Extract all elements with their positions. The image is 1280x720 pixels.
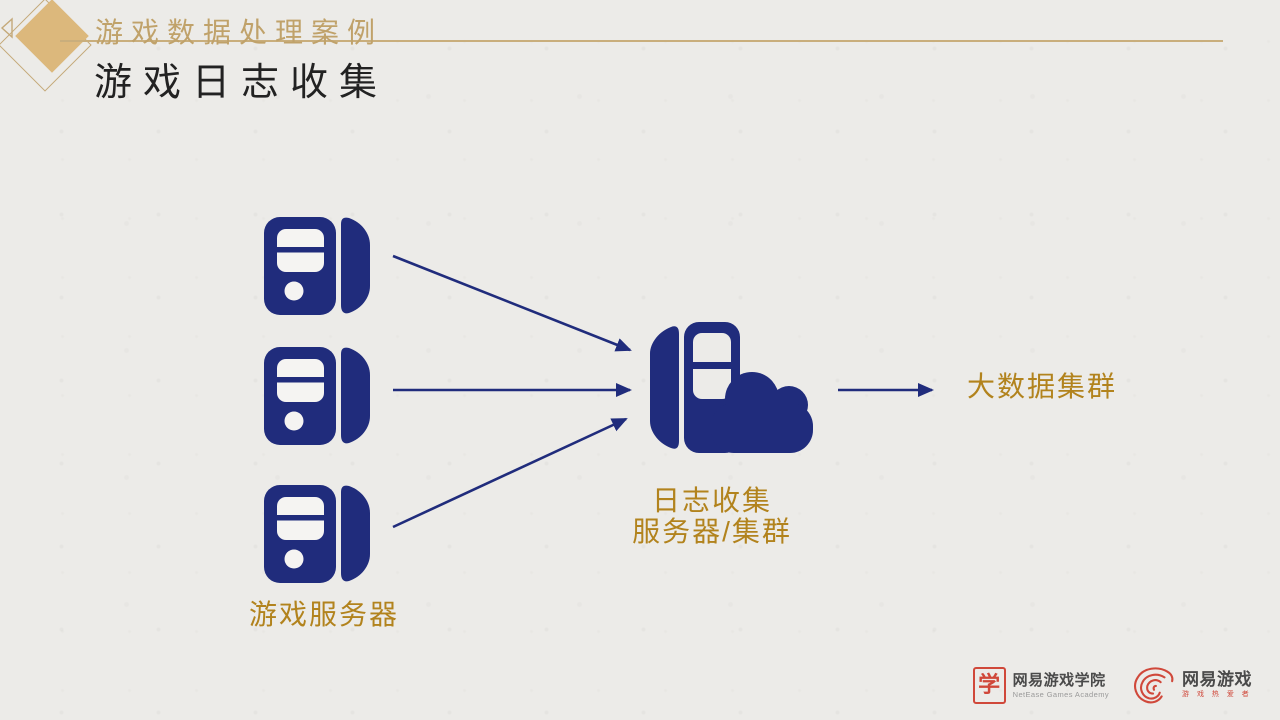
header-divider-line xyxy=(60,40,1223,42)
log-collector-cloud-icon xyxy=(650,322,813,453)
netease-swirl-icon xyxy=(1134,667,1174,704)
netease-tagline: 游 戏 热 爱 者 xyxy=(1182,691,1252,698)
netease-games-logo: 网易游戏 游 戏 热 爱 者 xyxy=(1133,664,1252,706)
section-kicker: 游戏数据处理案例 xyxy=(95,17,384,48)
big-data-cluster-label: 大数据集群 xyxy=(966,371,1117,402)
game-servers-label: 游戏服务器 xyxy=(248,599,399,630)
page-title: 游戏日志收集 xyxy=(94,62,389,104)
game-server-icon xyxy=(264,214,376,318)
netease-academy-logo: 学 网易游戏学院 NetEase Games Academy xyxy=(972,666,1109,704)
academy-name-en: NetEase Games Academy xyxy=(1012,690,1109,699)
log-collector-label-line2: 服务器/集群 xyxy=(632,516,792,547)
game-server-icon xyxy=(264,344,376,448)
academy-seal-icon: 学 xyxy=(972,666,1006,704)
academy-name-cn: 网易游戏学院 xyxy=(1012,672,1106,689)
flow-arrow xyxy=(392,254,632,352)
netease-name-cn: 网易游戏 xyxy=(1182,670,1252,689)
edge-triangle-icon xyxy=(0,17,13,39)
footer-logos: 学 网易游戏学院 NetEase Games Academy 网易游戏 游 戏 … xyxy=(972,664,1252,706)
log-collector-label: 日志收集 服务器/集群 xyxy=(562,485,862,547)
game-server-icon xyxy=(264,482,376,586)
log-collector-label-line1: 日志收集 xyxy=(651,485,772,516)
